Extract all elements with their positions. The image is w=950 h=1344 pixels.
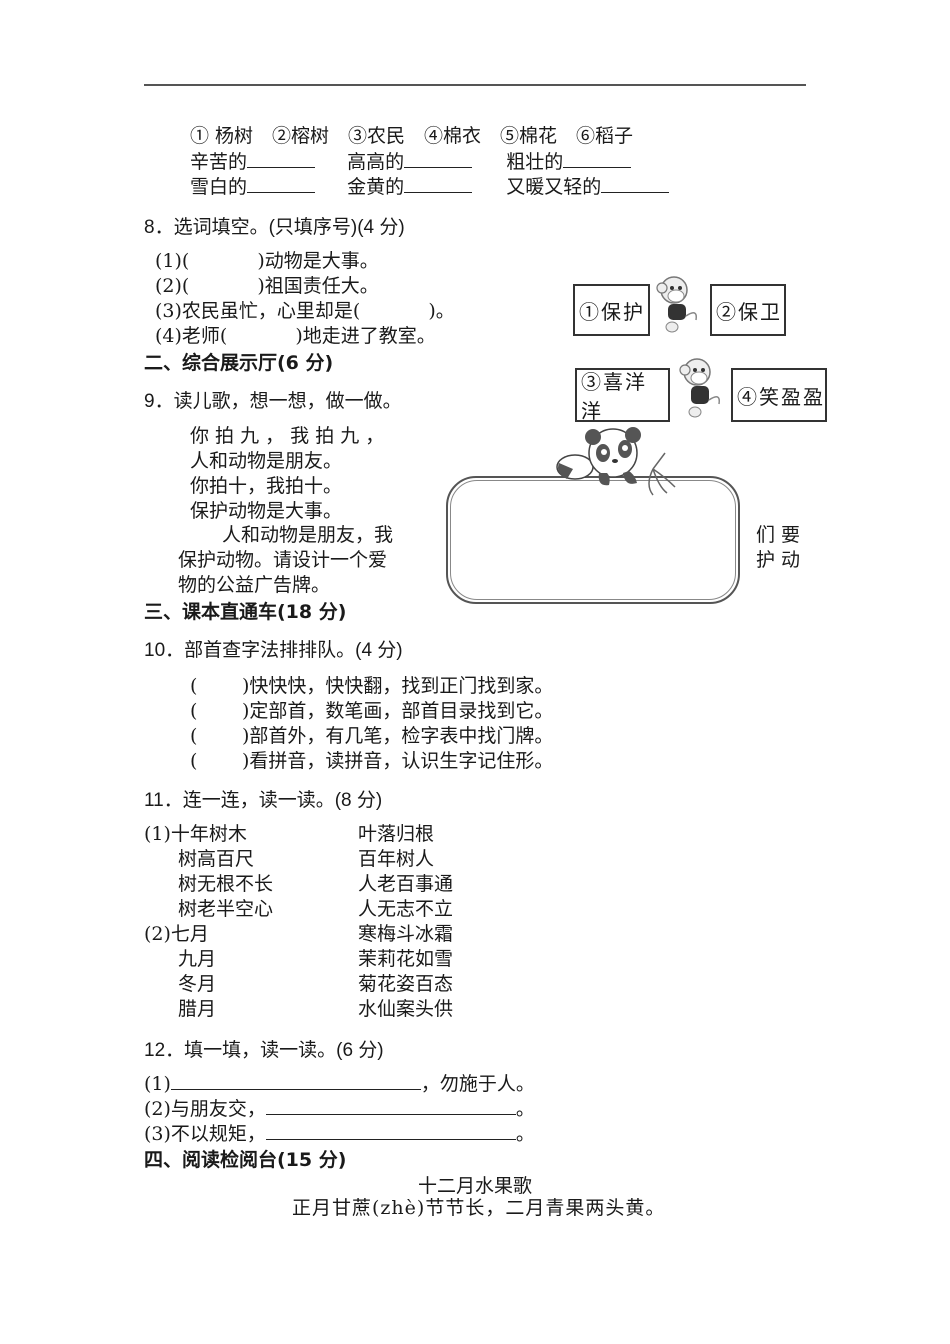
q8-item-pre: (4)老师( (155, 325, 228, 347)
q8-item-post: )地走进了教室。 (295, 325, 436, 347)
q8-item: (3)农民虽忙，心里却是( )。 (155, 299, 455, 324)
q10-item-text: )部首外，有几笔，检字表中找门牌。 (242, 725, 554, 747)
q10-item: ( )定部首，数笔画，部首目录找到它。 (190, 699, 553, 724)
answer-slot[interactable]: ( (190, 700, 198, 722)
header-rule (144, 84, 806, 86)
q9-instruction-tail: 们 要 (756, 524, 801, 546)
q9-title: 9．读儿歌，想一想，做一做。 (144, 391, 402, 412)
panda-icon (553, 425, 683, 497)
poem-line: 保护动物是大事。 (190, 500, 343, 522)
answer-slot[interactable]: ( (190, 750, 198, 772)
q12-item-pre: (1) (144, 1073, 171, 1095)
q12-item-post: ，勿施于人。 (420, 1073, 535, 1095)
fill-blank[interactable] (404, 174, 473, 193)
q7-label: 高高的 (347, 151, 405, 173)
fill-blank[interactable] (265, 1121, 516, 1140)
q8-item-pre: (2)( (155, 275, 190, 297)
ad-board-drawing-area[interactable] (446, 476, 740, 604)
q7-label: 粗壮的 (506, 151, 564, 173)
q7-label: 又暖又轻的 (506, 176, 602, 198)
match-right-item[interactable]: 菊花姿百态 (358, 973, 454, 995)
q10-title: 10．部首查字法排排队。(4 分) (144, 640, 403, 661)
match-left-item[interactable]: (1)十年树木 (144, 823, 247, 845)
q8-item: (1)( )动物是大事。 (155, 249, 379, 274)
q8-item-pre: (3)农民虽忙，心里却是( (155, 300, 361, 322)
q7-row-1: 辛苦的 高高的 粗壮的 (190, 149, 632, 175)
monkey-icon (675, 354, 727, 422)
monkey-icon (652, 272, 704, 336)
q8-item-post: )。 (428, 300, 455, 322)
section-3-title: 三、课本直通车(18 分) (144, 601, 347, 623)
fill-blank[interactable] (265, 1096, 516, 1115)
match-right-item[interactable]: 水仙案头供 (358, 998, 454, 1020)
q7-label: 金黄的 (347, 176, 405, 198)
answer-slot[interactable]: ( (190, 675, 198, 697)
q8-item: (2)( )祖国责任大。 (155, 274, 379, 299)
match-right-item[interactable]: 寒梅斗冰霜 (358, 923, 454, 945)
fill-blank[interactable] (601, 174, 670, 193)
word-box-3: ③喜洋洋 (575, 368, 670, 423)
q12-title: 12．填一填，读一读。(6 分) (144, 1040, 384, 1061)
reading-line: 正月甘蔗(zhè)节节长，二月青果两头黄。 (292, 1197, 666, 1219)
q8-item: (4)老师( )地走进了教室。 (155, 324, 436, 349)
answer-slot[interactable]: ( (190, 725, 198, 747)
fill-blank[interactable] (247, 174, 316, 193)
q12-item-pre: (3)不以规矩， (144, 1123, 266, 1145)
q9-instruction: 物的公益广告牌。 (178, 574, 331, 596)
fill-blank[interactable] (247, 149, 316, 168)
match-right-item[interactable]: 百年树人 (358, 848, 435, 870)
match-left-item[interactable]: 树高百尺 (178, 848, 255, 870)
section-2-title: 二、综合展示厅(6 分) (144, 352, 334, 374)
match-right-item[interactable]: 人无志不立 (358, 898, 454, 920)
fill-blank[interactable] (404, 149, 473, 168)
poem-line: 人和动物是朋友。 (190, 450, 343, 472)
q9-instruction: 人和动物是朋友，我 (222, 524, 394, 546)
q11-title: 11．连一连，读一读。(8 分) (144, 790, 383, 811)
q10-item-text: )看拼音，读拼音，认识生字记住形。 (242, 750, 554, 772)
q12-item-post: 。 (515, 1123, 535, 1145)
q7-row-2: 雪白的 金黄的 又暖又轻的 (190, 174, 670, 200)
section-4-title: 四、阅读检阅台(15 分) (144, 1149, 347, 1171)
q8-item-post: )动物是大事。 (257, 250, 379, 272)
q8-item-post: )祖国责任大。 (257, 275, 379, 297)
q8-title: 8．选词填空。(只填序号)(4 分) (144, 217, 405, 238)
q10-item: ( )部首外，有几笔，检字表中找门牌。 (190, 724, 553, 749)
poem-line: 你 拍 九 ， 我 拍 九 ， (190, 425, 385, 447)
match-left-item[interactable]: (2)七月 (144, 923, 209, 945)
q8-item-pre: (1)( (155, 250, 190, 272)
fill-blank[interactable] (563, 149, 632, 168)
match-left-item[interactable]: 树无根不长 (178, 873, 274, 895)
q9-instruction: 保护动物。请设计一个爱 (178, 549, 388, 571)
q10-item-text: )快快快，快快翻，找到正门找到家。 (242, 675, 554, 697)
word-box-2: ②保卫 (710, 284, 786, 336)
word-box-1: ①保护 (573, 284, 650, 336)
q12-item: (2)与朋友交， 。 (144, 1096, 535, 1122)
q7-options: ① 杨树 ②榕树 ③农民 ④棉衣 ⑤棉花 ⑥稻子 (190, 125, 634, 147)
match-left-item[interactable]: 腊月 (178, 998, 217, 1020)
q12-item: (3)不以规矩， 。 (144, 1121, 535, 1147)
fill-blank[interactable] (170, 1071, 421, 1090)
q10-item-text: )定部首，数笔画，部首目录找到它。 (242, 700, 554, 722)
q10-item: ( )看拼音，读拼音，认识生字记住形。 (190, 749, 553, 774)
match-right-item[interactable]: 人老百事通 (358, 873, 454, 895)
q9-instruction-tail: 护 动 (756, 549, 801, 571)
poem-line: 你拍十，我拍十。 (190, 475, 343, 497)
match-left-item[interactable]: 九月 (178, 948, 217, 970)
match-left-item[interactable]: 树老半空心 (178, 898, 274, 920)
word-box-4: ④笑盈盈 (731, 368, 827, 422)
q10-item: ( )快快快，快快翻，找到正门找到家。 (190, 674, 553, 699)
match-right-item[interactable]: 茉莉花如雪 (358, 948, 454, 970)
q7-label: 辛苦的 (190, 151, 248, 173)
match-left-item[interactable]: 冬月 (178, 973, 217, 995)
reading-title: 十二月水果歌 (418, 1175, 533, 1197)
q12-item: (1) ，勿施于人。 (144, 1071, 535, 1097)
match-right-item[interactable]: 叶落归根 (358, 823, 435, 845)
q12-item-pre: (2)与朋友交， (144, 1098, 266, 1120)
q12-item-post: 。 (515, 1098, 535, 1120)
q7-label: 雪白的 (190, 176, 248, 198)
